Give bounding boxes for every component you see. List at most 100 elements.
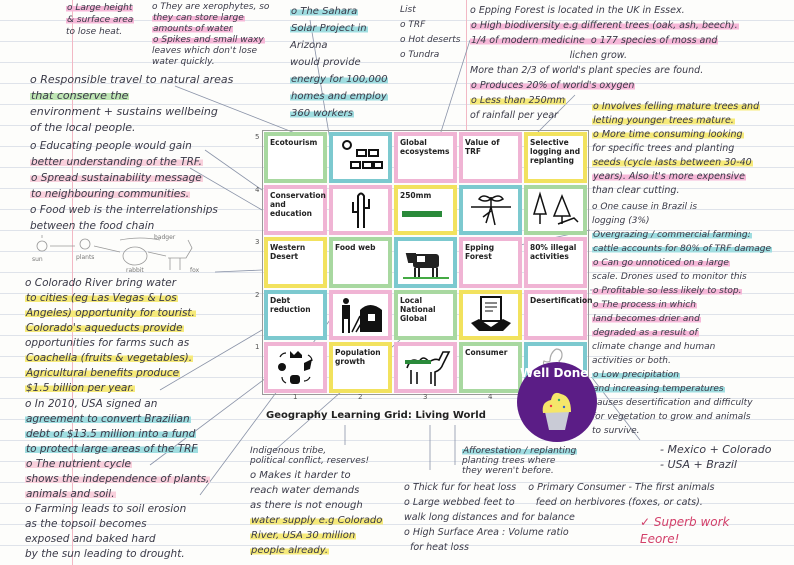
note-line: o Tundra bbox=[400, 48, 460, 63]
note-line: $1.5 billion per year. bbox=[25, 381, 196, 396]
note-line: o The process in which bbox=[592, 298, 772, 312]
note-line: opportunities for farms such as bbox=[25, 336, 196, 351]
note-text: o Can go unnoticed on a large bbox=[592, 258, 730, 268]
note-text: for vegetation to grow and animals bbox=[592, 412, 751, 422]
note-text: planting trees where bbox=[462, 456, 556, 466]
note-line: Arizona bbox=[290, 37, 388, 54]
note-text: o Responsible travel to natural areas bbox=[30, 73, 234, 86]
note-line: planting trees where bbox=[462, 456, 577, 466]
note-line: to neighbouring communities. bbox=[30, 186, 218, 202]
note-line: degraded as a result of bbox=[592, 326, 772, 340]
note-text: land becomes drier and bbox=[592, 314, 701, 324]
grid-cell-image bbox=[394, 342, 457, 393]
note-text: to protect large areas of the TRF bbox=[25, 443, 199, 455]
grid-title: Geography Learning Grid: Living World bbox=[266, 410, 486, 421]
note-text: o The nutrient cycle bbox=[25, 458, 132, 470]
note-line: as the topsoil becomes bbox=[25, 517, 210, 532]
grid-cell: Desertification bbox=[524, 289, 592, 340]
row-number: 4 bbox=[255, 186, 260, 194]
note-line: o In 2010, USA signed an bbox=[25, 397, 210, 412]
row-number: 3 bbox=[255, 238, 260, 246]
grid-cell-label: Selective logging and replanting bbox=[530, 138, 581, 165]
row-number: 5 bbox=[255, 133, 260, 141]
note-text: for heat loss bbox=[404, 542, 469, 553]
col-number: 4 bbox=[488, 393, 493, 401]
note-text: amounts of water bbox=[152, 24, 234, 34]
note-line: Indigenous tribe, bbox=[250, 446, 369, 456]
note-text: o Tundra bbox=[400, 50, 440, 60]
note-text: Afforestation / replanting bbox=[462, 446, 578, 456]
note-line: years). Also it's more expensive bbox=[592, 170, 760, 184]
note-text: River, USA 30 million bbox=[250, 530, 357, 541]
note-countries: - Mexico + Colorado- USA + Brazil bbox=[660, 442, 771, 472]
note-text: seeds (cycle lasts between 30-40 bbox=[592, 157, 753, 168]
note-text: reach water demands bbox=[250, 485, 360, 496]
grid-cell: 250mm bbox=[394, 184, 457, 235]
note-text: walk long distances and for balance bbox=[404, 512, 575, 523]
grid-cell-label: Global ecosystems bbox=[400, 138, 450, 156]
note-text: leaves which don't lose bbox=[152, 46, 258, 56]
note-text: o Makes it harder to bbox=[250, 470, 351, 481]
note-line: land becomes drier and bbox=[592, 312, 772, 326]
note-text: to lose heat. bbox=[66, 27, 123, 37]
note-line: seeds (cycle lasts between 30-40 bbox=[592, 156, 760, 170]
grid-cell: Ecotourism bbox=[264, 132, 327, 183]
note-line: o High Surface Area : Volume ratio bbox=[404, 525, 715, 540]
note-line: o The Sahara bbox=[290, 3, 388, 20]
grid-cell-image bbox=[459, 184, 522, 235]
note-text: Indigenous tribe, bbox=[250, 446, 327, 456]
note-line: for vegetation to grow and animals bbox=[592, 410, 772, 424]
grid-cell-label: Population growth bbox=[335, 348, 381, 366]
note-line: by the sun leading to drought. bbox=[25, 547, 210, 562]
grid-cell: Western Desert bbox=[264, 237, 327, 288]
grid-cell: Local National Global bbox=[394, 289, 457, 340]
note-line: List bbox=[400, 3, 460, 18]
note-line: Colorado's aqueducts provide bbox=[25, 321, 196, 336]
cupcake-icon bbox=[542, 392, 571, 430]
note-text: Overgrazing / commercial farming: bbox=[592, 230, 752, 240]
note-text: Arizona bbox=[290, 40, 328, 51]
note-text: o TRF bbox=[400, 20, 426, 30]
note-text: water supply e.g Colorado bbox=[250, 515, 384, 526]
note-epping: o Epping Forest is located in the UK in … bbox=[470, 3, 739, 123]
note-line: o Food web is the interrelationships bbox=[30, 202, 218, 218]
grid-cell-image bbox=[329, 184, 392, 235]
note-text: opportunities for farms such as bbox=[25, 337, 190, 349]
note-text: they can store large bbox=[152, 13, 245, 23]
note-text: environment + sustains wellbeing bbox=[30, 105, 218, 118]
note-text: of the local people. bbox=[30, 121, 136, 134]
note-text: years). Also it's more expensive bbox=[592, 171, 747, 182]
note-line: o Involves felling mature trees and bbox=[592, 100, 761, 114]
note-line: reach water demands bbox=[250, 483, 383, 498]
grid-cell-label: Desertification bbox=[530, 295, 593, 305]
note-text: political conflict, reserves! bbox=[250, 456, 370, 466]
note-line: o Educating people would gain bbox=[30, 138, 218, 154]
note-text: by the sun leading to drought. bbox=[25, 548, 185, 560]
note-text: More than 2/3 of world's plant species a… bbox=[470, 65, 704, 76]
note-line: amounts of water bbox=[152, 24, 269, 35]
note-line: letting younger trees mature. bbox=[592, 114, 760, 128]
note-text: - USA + Brazil bbox=[660, 458, 737, 471]
note-line: logging (3%) bbox=[592, 214, 772, 228]
grid-cell-label: Epping Forest bbox=[465, 243, 495, 261]
note-line: o Farming leads to soil erosion bbox=[25, 502, 210, 517]
note-line: leaves which don't lose bbox=[152, 46, 269, 57]
note-line: o Profitable so less likely to stop. bbox=[592, 284, 772, 298]
note-line: for specific trees and planting bbox=[592, 142, 760, 156]
note-text: 1/4 of modern medicine o 177 species of … bbox=[470, 35, 719, 46]
col-number: 3 bbox=[423, 393, 428, 401]
note-line: & surface area bbox=[66, 14, 135, 26]
grid-cell-image bbox=[459, 289, 522, 340]
note-line: climate change and human bbox=[592, 340, 772, 354]
note-line: o Spread sustainability message bbox=[30, 170, 218, 186]
note-line: exposed and baked hard bbox=[25, 532, 210, 547]
